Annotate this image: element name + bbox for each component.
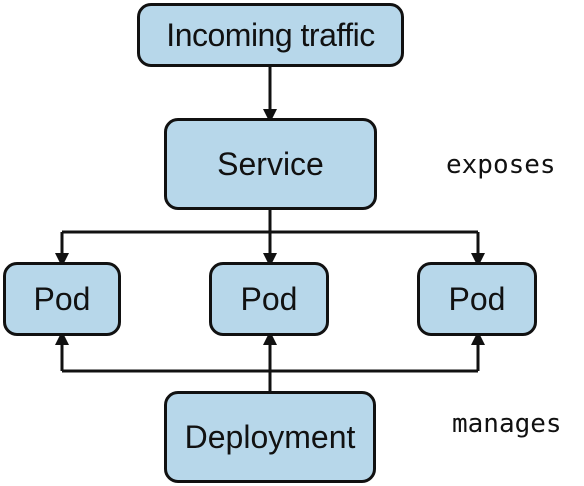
pod-node-middle: Pod [209, 262, 329, 336]
pod-node-left: Pod [3, 262, 121, 336]
deployment-bus-line [62, 369, 478, 391]
service-bus-line [62, 210, 478, 234]
service-node: Service [164, 118, 377, 210]
pod-node-right: Pod [417, 262, 537, 336]
incoming-traffic-node: Incoming traffic [137, 3, 404, 67]
exposes-annotation: exposes [446, 150, 556, 180]
deployment-node: Deployment [164, 391, 376, 483]
manages-annotation: manages [452, 409, 562, 439]
